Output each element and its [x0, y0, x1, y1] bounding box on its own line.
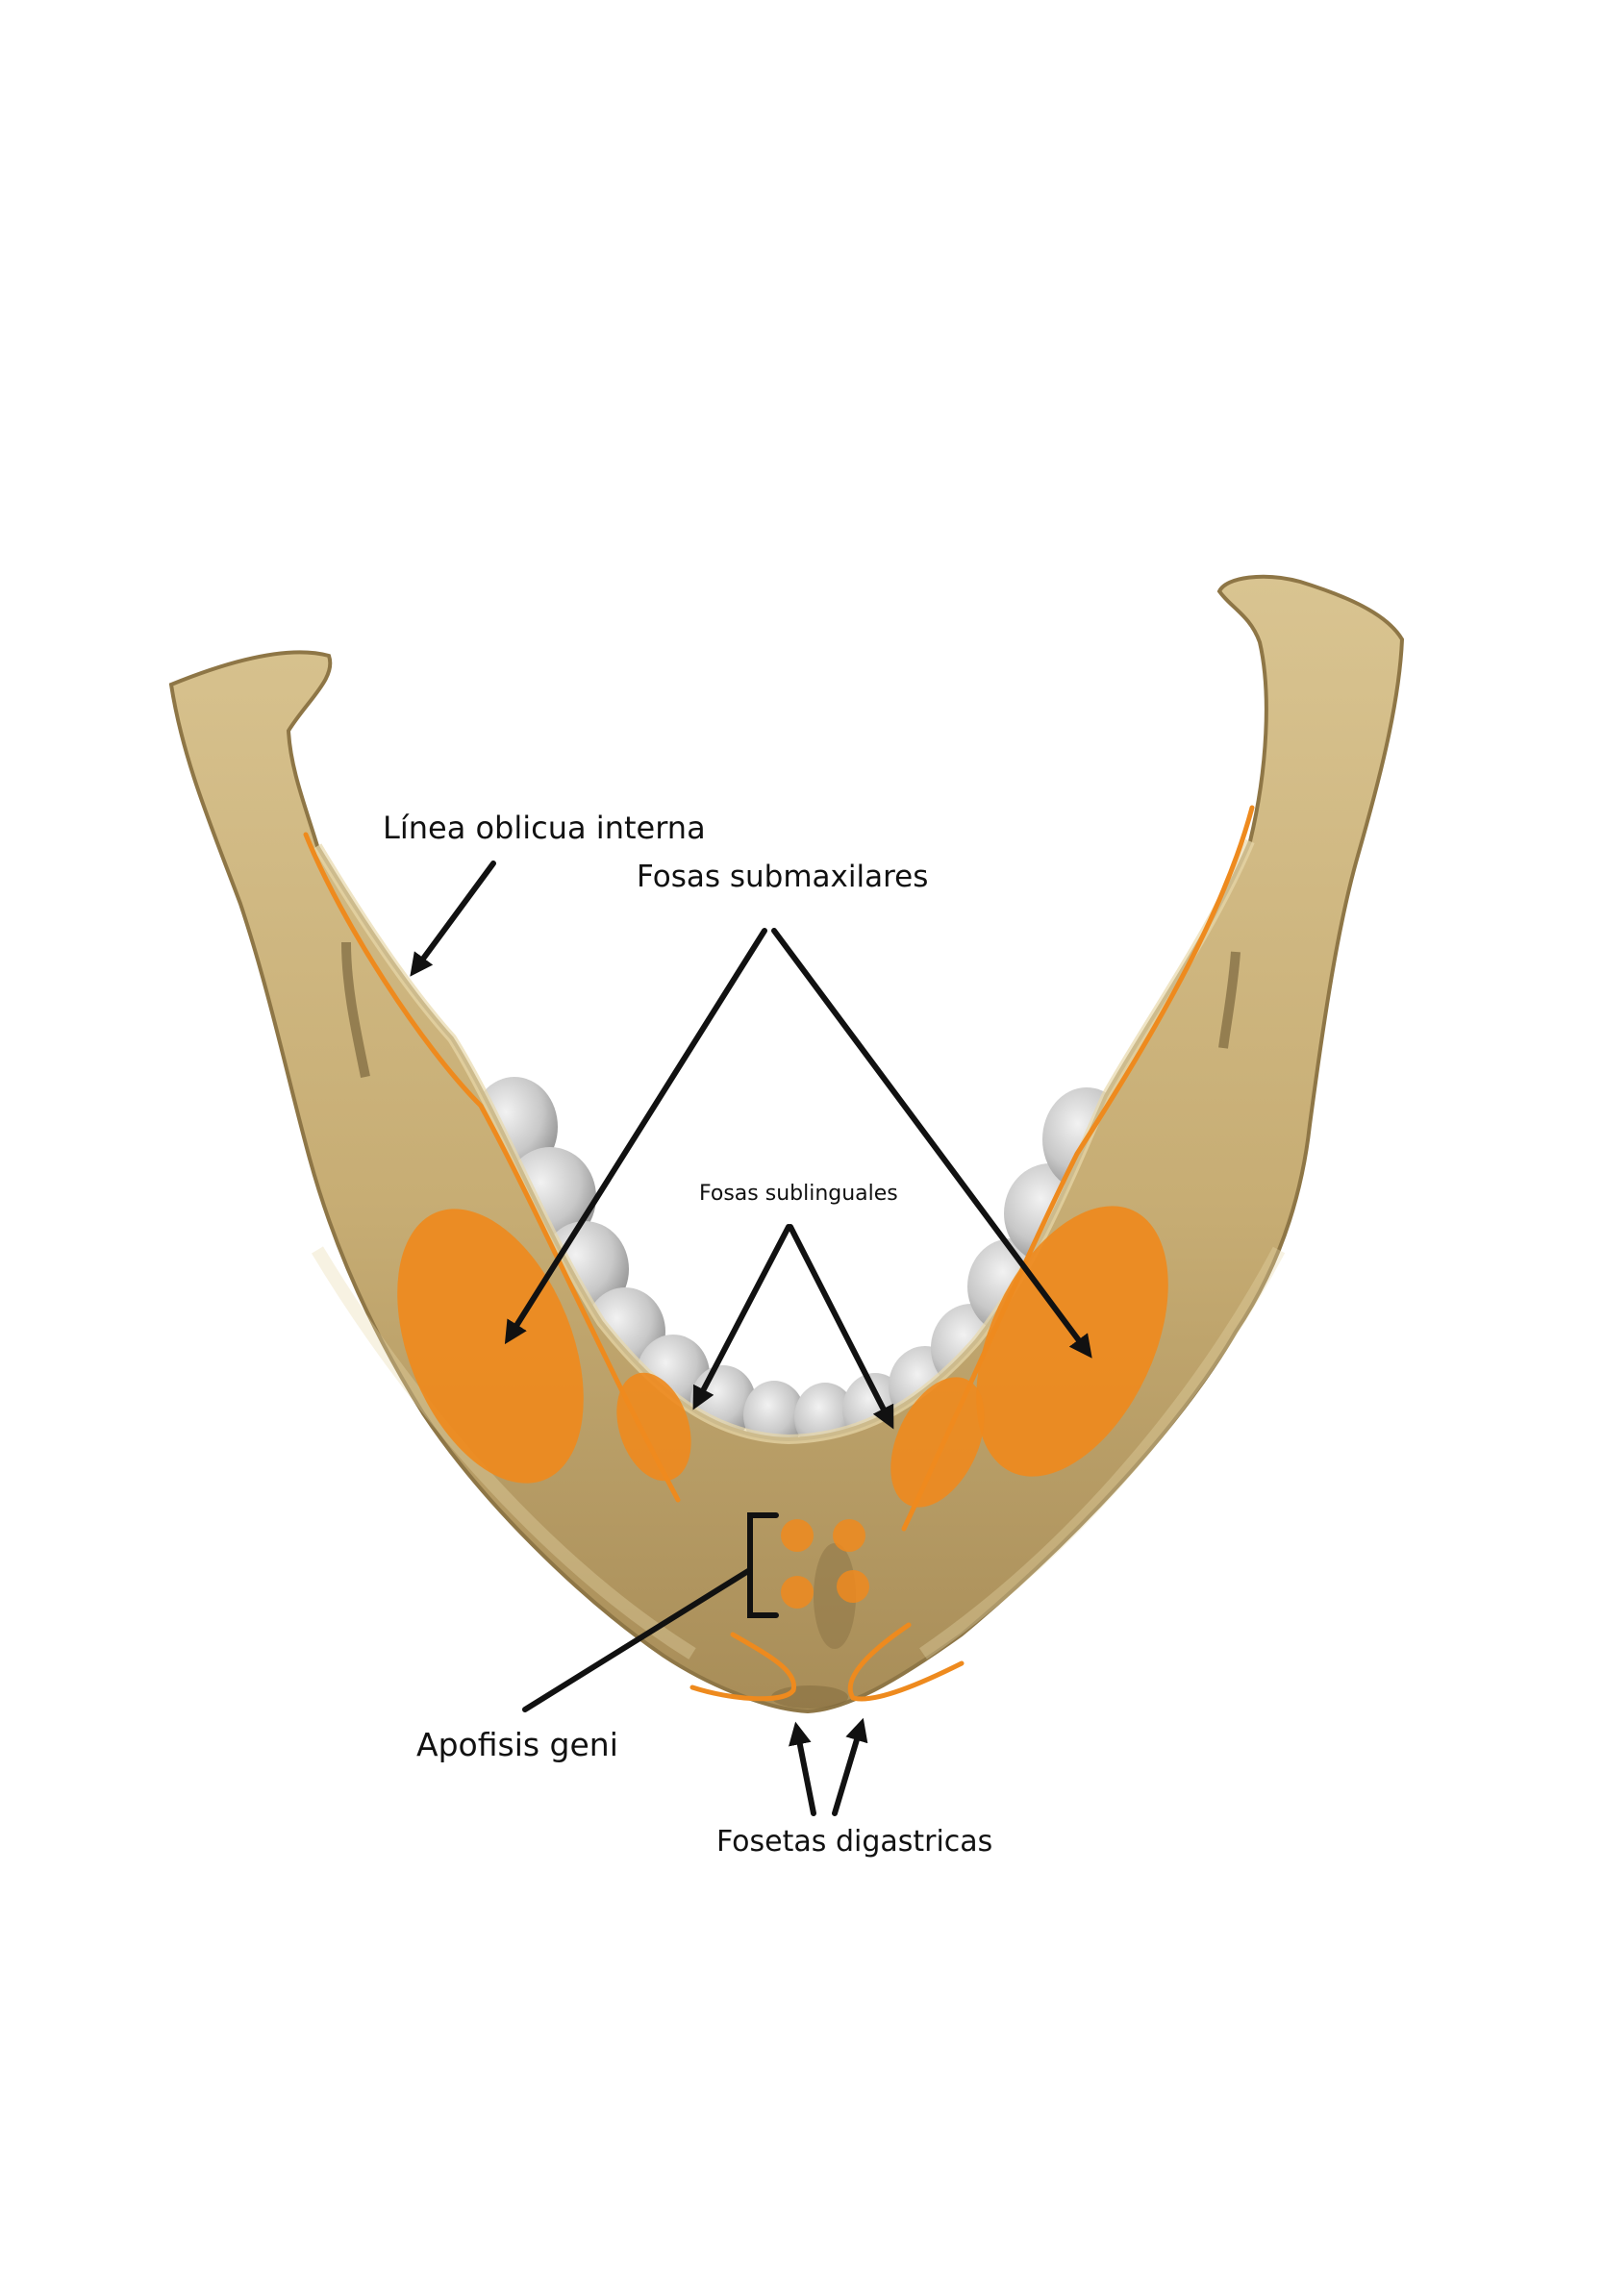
arrow-apofisis-geni	[522, 1568, 751, 1712]
arrow-sublingual-left	[692, 1224, 791, 1410]
label-apofisis-geni: Apofisis geni	[416, 1726, 618, 1763]
arrow-linea-oblicua	[410, 861, 496, 977]
apofisis-geni-2	[833, 1519, 865, 1552]
foseta-digastrica-right	[847, 1622, 965, 1702]
apofisis-geni-1	[781, 1519, 814, 1552]
arrow-submaxilar-left	[504, 928, 767, 1345]
label-fosas-submaxilares: Fosas submaxilares	[637, 860, 929, 894]
label-fosas-sublinguales: Fosas sublinguales	[699, 1182, 898, 1206]
label-fosetas-digastricas: Fosetas digastricas	[716, 1825, 993, 1859]
arrow-submaxilar-right	[771, 928, 1092, 1359]
arrow-digastrica-left	[789, 1721, 816, 1816]
fosa-sublingual-left	[616, 1372, 691, 1482]
label-linea-oblicua-interna: Línea oblicua interna	[383, 810, 706, 846]
fosa-sublingual-right	[890, 1377, 985, 1508]
linea-oblicua-left	[303, 832, 681, 1503]
apofisis-geni-3	[781, 1576, 814, 1609]
apofisis-geni-4	[837, 1570, 869, 1603]
callout-arrows	[410, 861, 1092, 1816]
foseta-digastrica-left	[689, 1632, 796, 1702]
arrow-digastrica-right	[832, 1717, 868, 1816]
arrow-sublingual-right	[788, 1224, 894, 1430]
fosa-submaxilar-left	[397, 1209, 584, 1484]
bracket-apofisis-geni	[747, 1512, 779, 1618]
